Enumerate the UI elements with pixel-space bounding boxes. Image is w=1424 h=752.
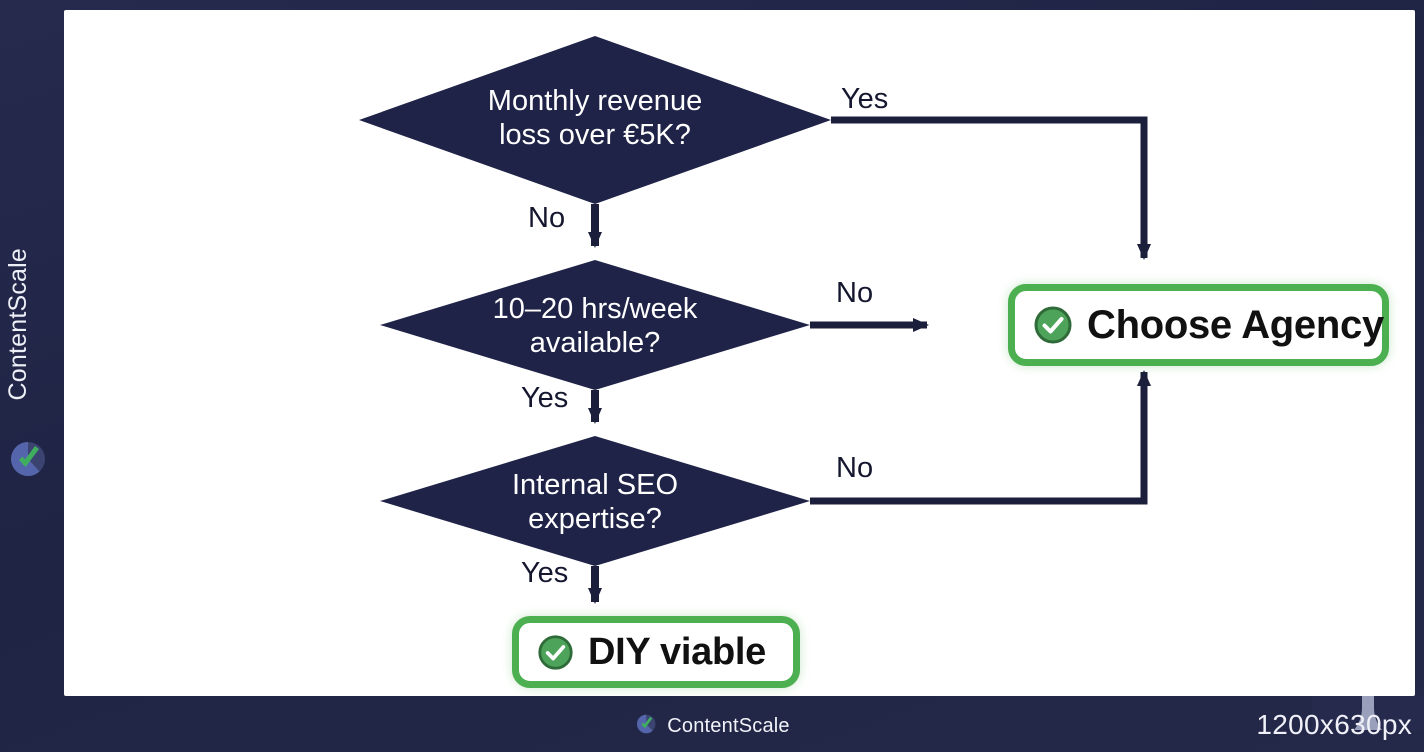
edge-q1-yes — [831, 116, 1151, 260]
edge-label-q1-yes: Yes — [841, 83, 889, 115]
brand-rail: ContentScale — [0, 0, 64, 752]
edge-label-q3-no: No — [836, 452, 874, 484]
outcome-choose-agency[interactable]: Choose Agency — [1008, 284, 1389, 366]
dimensions-label: 1200x630px — [1256, 709, 1412, 740]
flowchart: Monthly revenue loss over €5K? 10–20 hrs… — [64, 10, 1415, 696]
flowchart-canvas: Monthly revenue loss over €5K? 10–20 hrs… — [64, 10, 1415, 696]
brand-rail-label: ContentScale — [4, 248, 32, 401]
footer-brand: ContentScale — [634, 712, 790, 741]
edge-q3-no — [810, 370, 1151, 505]
decision-node-expertise — [380, 436, 810, 566]
decision-node-hours — [380, 260, 810, 390]
contentscale-logo-icon — [6, 437, 50, 481]
decision-node-revenue — [359, 36, 831, 204]
contentscale-logo-icon — [634, 712, 658, 741]
outcome-choose-agency-label: Choose Agency — [1087, 302, 1384, 347]
edge-label-q2-yes: Yes — [521, 382, 569, 414]
edge-label-q2-no: No — [836, 277, 874, 309]
footer-brand-label: ContentScale — [667, 715, 790, 737]
outcome-diy-viable[interactable]: DIY viable — [512, 616, 800, 688]
edge-label-q3-yes: Yes — [521, 557, 569, 589]
check-circle-icon — [1034, 306, 1072, 344]
edge-label-q1-no: No — [528, 202, 566, 234]
check-circle-icon — [538, 634, 573, 670]
outcome-diy-viable-label: DIY viable — [588, 630, 766, 673]
flowchart-connectors-and-shapes — [359, 36, 1151, 604]
